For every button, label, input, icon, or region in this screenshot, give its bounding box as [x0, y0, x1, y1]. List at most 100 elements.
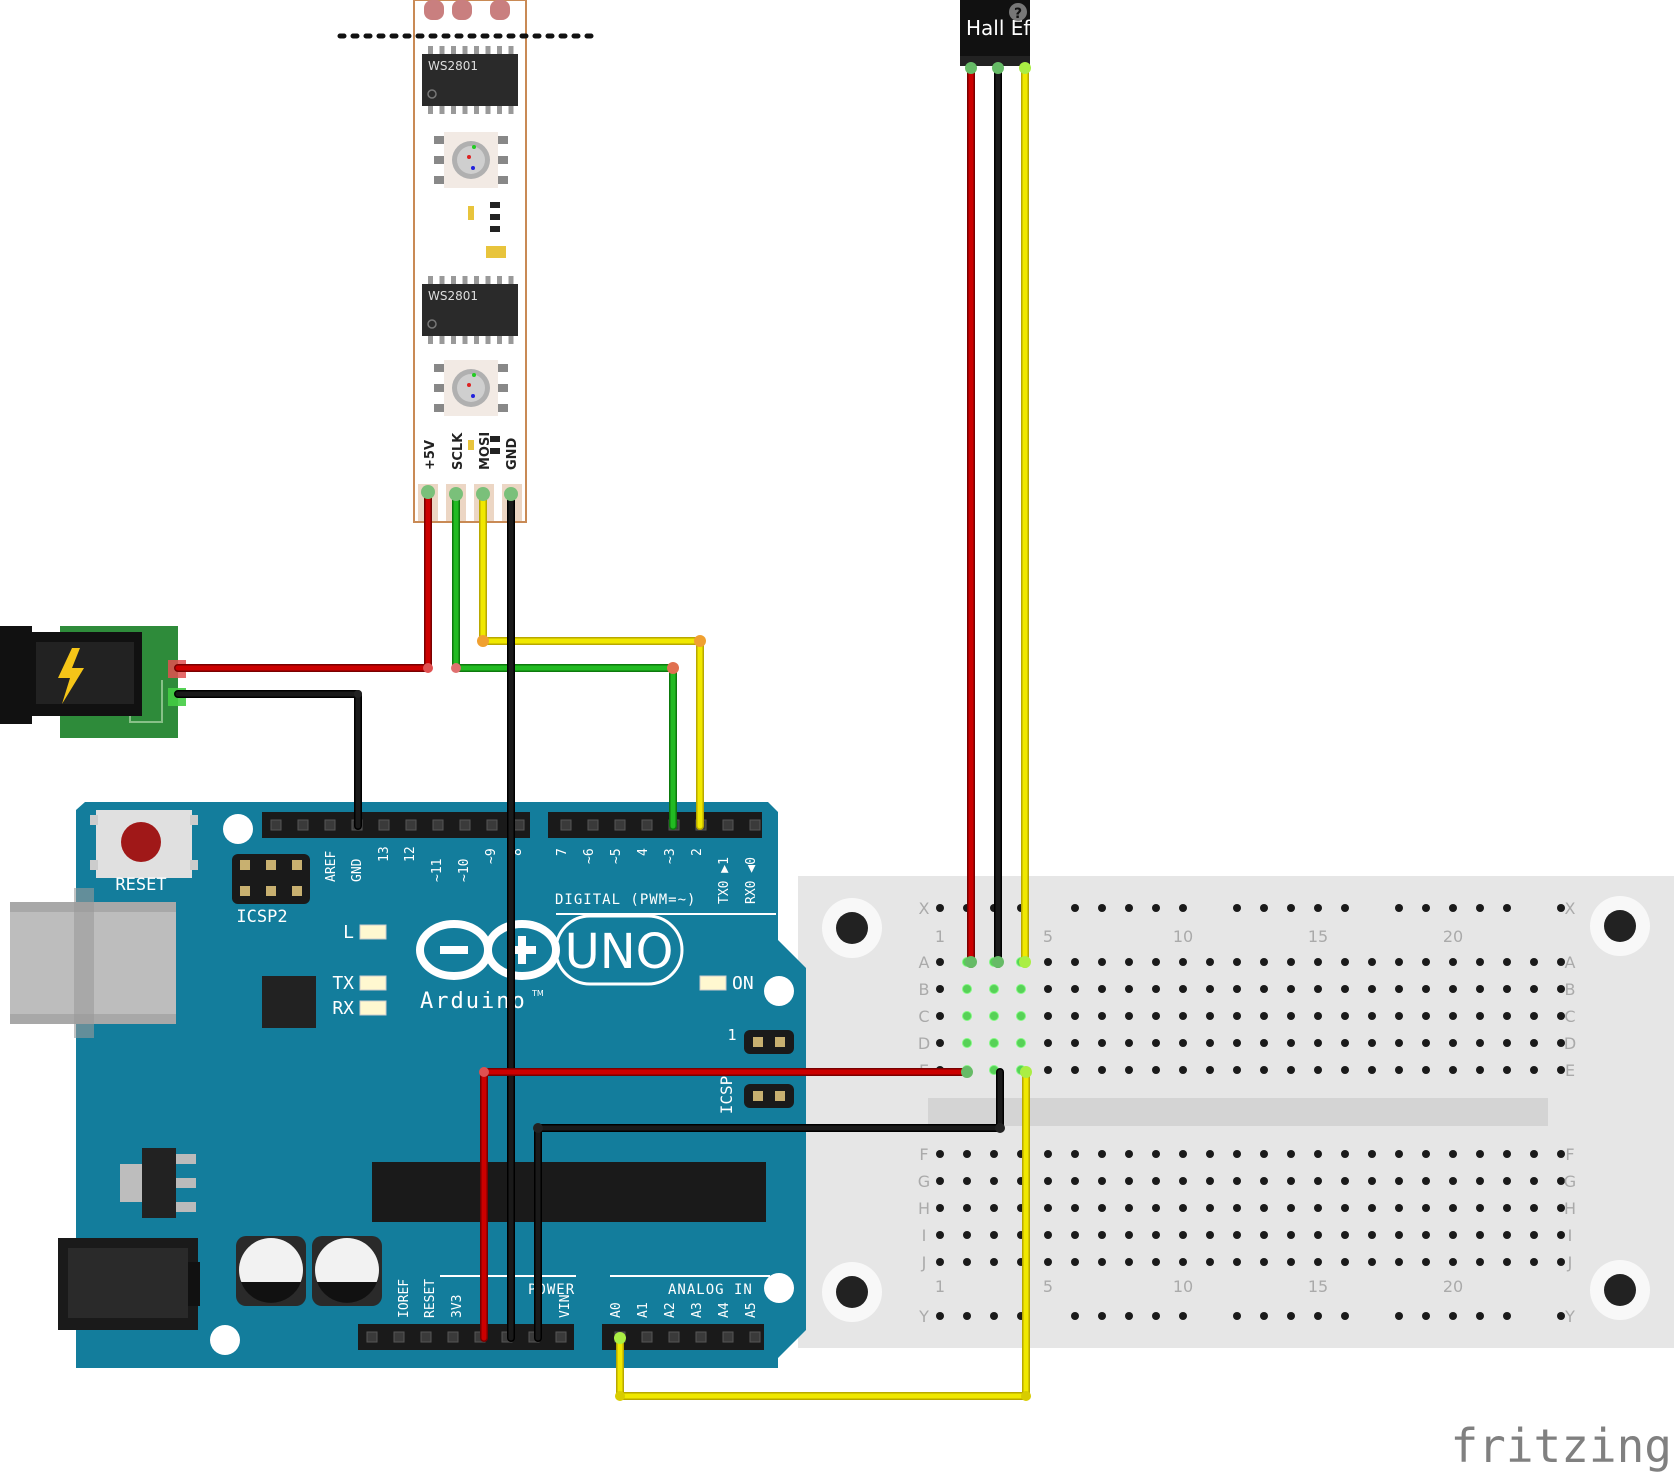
breadboard-hole [1368, 1039, 1376, 1047]
breadboard-hole [1368, 1150, 1376, 1158]
breadboard-hole [1044, 1150, 1052, 1158]
header-pin [722, 819, 734, 831]
chip-pin [462, 335, 468, 344]
breadboard-hole [1206, 1231, 1214, 1239]
breadboard-rail-hole [936, 904, 944, 912]
breadboard-hole [1233, 1150, 1241, 1158]
column-number: 10 [1173, 927, 1193, 946]
breadboard-hole [1557, 1066, 1565, 1074]
breadboard-hole [1395, 958, 1403, 966]
breadboard-hole [1179, 958, 1187, 966]
breadboard-hole [1125, 985, 1133, 993]
digital-pwm-label: DIGITAL (PWM=~) [555, 892, 696, 908]
breadboard-hole [1503, 1177, 1511, 1185]
breadboard-hole [1449, 1066, 1457, 1074]
breadboard-hole [1233, 1012, 1241, 1020]
chip-pin [428, 46, 433, 55]
breadboard-hole [1260, 1204, 1268, 1212]
breadboard-hole [1341, 1231, 1349, 1239]
rail-label: X [919, 899, 930, 918]
breadboard-hole [1395, 1204, 1403, 1212]
header-pin [560, 819, 572, 831]
arduino-uno-board: RESET ICSP2 L TX RX ON UNO Arduino T [10, 802, 806, 1368]
breadboard-hole [1044, 1012, 1052, 1020]
breadboard-hole [1233, 958, 1241, 966]
breadboard-hole [1476, 985, 1484, 993]
breadboard-rail-hole [1503, 1312, 1511, 1320]
breadboard-hole [990, 1258, 998, 1266]
header-pin [695, 1331, 707, 1343]
header-pin [614, 819, 626, 831]
breadboard-hole [1206, 985, 1214, 993]
breadboard-hole [1449, 985, 1457, 993]
breadboard-rail-hole [990, 1312, 998, 1320]
pin-label-7: 7 [555, 848, 570, 856]
breadboard-hole [1260, 1039, 1268, 1047]
breadboard-hole [1152, 1231, 1160, 1239]
usb-chip [262, 976, 316, 1028]
breadboard-hole [990, 1150, 998, 1158]
icsp2-label: ICSP2 [236, 907, 287, 927]
breadboard-hole [1422, 958, 1430, 966]
row-label: A [1565, 953, 1576, 972]
breadboard-rail-hole [963, 1312, 971, 1320]
breadboard-hole [1314, 1012, 1322, 1020]
breadboard-hole [1206, 1039, 1214, 1047]
dc-barrel-jack [58, 1238, 200, 1330]
breadboard-hole [1125, 1258, 1133, 1266]
breadboard-hole [1530, 985, 1538, 993]
chip-pin [451, 276, 456, 285]
breadboard-hole [1125, 1012, 1133, 1020]
column-number: 15 [1308, 1277, 1328, 1296]
reset-button[interactable] [90, 810, 198, 878]
chip-pin [485, 335, 491, 344]
breadboard-hole [1476, 1012, 1484, 1020]
breadboard-hole [1314, 1150, 1322, 1158]
breadboard-hole [936, 1204, 944, 1212]
breadboard-hole [1530, 1012, 1538, 1020]
breadboard-rail-hole [1341, 904, 1349, 912]
breadboard-hole [1125, 1231, 1133, 1239]
pin-label-13: 13 [377, 846, 392, 862]
breadboard-hole [1071, 1177, 1079, 1185]
header-pin [749, 819, 761, 831]
breadboard-hole [1314, 1066, 1322, 1074]
breadboard-hole [936, 1039, 944, 1047]
row-label: D [1564, 1034, 1576, 1053]
breadboard-hole [1530, 1066, 1538, 1074]
breadboard-rail-hole [1557, 1312, 1565, 1320]
breadboard-hole [1449, 1150, 1457, 1158]
breadboard-rail-hole [1287, 904, 1295, 912]
breadboard-hole [1071, 1066, 1079, 1074]
pin-label-5: ~5 [609, 848, 624, 864]
row-label: J [921, 1253, 927, 1272]
chip-label-2: WS2801 [428, 289, 478, 303]
dc-power-jack [0, 626, 186, 738]
breadboard-hole [1422, 1231, 1430, 1239]
row-label: D [918, 1034, 930, 1053]
breadboard-hole [1260, 1150, 1268, 1158]
wire-sclk-to-pin3 [452, 490, 677, 830]
breadboard-hole [1044, 1258, 1052, 1266]
breadboard-hole [1314, 985, 1322, 993]
trademark: TM [531, 989, 544, 998]
breadboard-hole [1557, 985, 1565, 993]
led-tx-label: TX [332, 973, 354, 994]
breadboard-hole [1449, 1204, 1457, 1212]
breadboard-hole [1422, 1039, 1430, 1047]
breadboard-hole [1449, 1012, 1457, 1020]
header-pin [378, 819, 390, 831]
breadboard-hole [1287, 985, 1295, 993]
breadboard-hole [1287, 1012, 1295, 1020]
breadboard-hole [1152, 1150, 1160, 1158]
breadboard-hole [1233, 1066, 1241, 1074]
breadboard-hole [1098, 1066, 1106, 1074]
wires [174, 64, 1030, 1400]
breadboard-center-channel [928, 1098, 1548, 1126]
breadboard-hole [1179, 1150, 1187, 1158]
breadboard-hole [1044, 1066, 1052, 1074]
breadboard-rail-hole [1125, 1312, 1133, 1320]
chip-pin [474, 276, 479, 285]
breadboard-hole [1503, 1258, 1511, 1266]
header-pin [432, 819, 444, 831]
